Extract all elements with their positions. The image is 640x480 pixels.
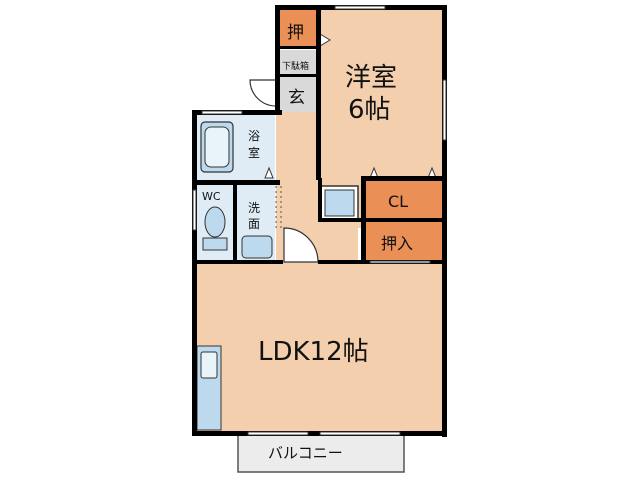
western-room-label: 洋室 [345, 63, 397, 93]
bathtub-inner [204, 126, 230, 168]
genkan-entrance [279, 78, 316, 112]
balcony-label: バルコニー [268, 444, 343, 462]
wash-label-1: 洗 [248, 201, 260, 215]
wash-label-2: 面 [248, 217, 260, 231]
openings [192, 5, 447, 436]
ldk-label: LDK12帖 [258, 337, 369, 367]
wash-basin [241, 235, 273, 259]
oshiire-label: 押入 [381, 234, 413, 253]
oshiire-closet [365, 222, 442, 262]
bath-door-mark [264, 166, 274, 179]
oshi-small-label: 押 [287, 23, 304, 43]
shoe-box [279, 50, 316, 78]
balcony [237, 431, 405, 473]
toilet-bowl [204, 206, 226, 238]
western-room [320, 8, 442, 180]
bath-label-1: 浴 [248, 129, 260, 143]
toilet-tank [202, 237, 228, 251]
closet-cl-label: CL [388, 192, 408, 211]
western-room-size-label: 6帖 [348, 95, 391, 125]
kitchen-sink [200, 351, 218, 379]
closet-cl [365, 180, 442, 219]
washing-machine-inner [324, 189, 355, 217]
ldk-area [195, 262, 442, 432]
ldk-door-swing [283, 227, 319, 263]
wc-label: WC [202, 190, 221, 203]
entrance-door-swing [249, 79, 277, 107]
genkan-label: 玄 [288, 88, 305, 108]
oshi-small-closet [279, 10, 316, 48]
bath-label-2: 室 [248, 145, 260, 160]
shoe-box-label: 下駄箱 [282, 60, 309, 72]
